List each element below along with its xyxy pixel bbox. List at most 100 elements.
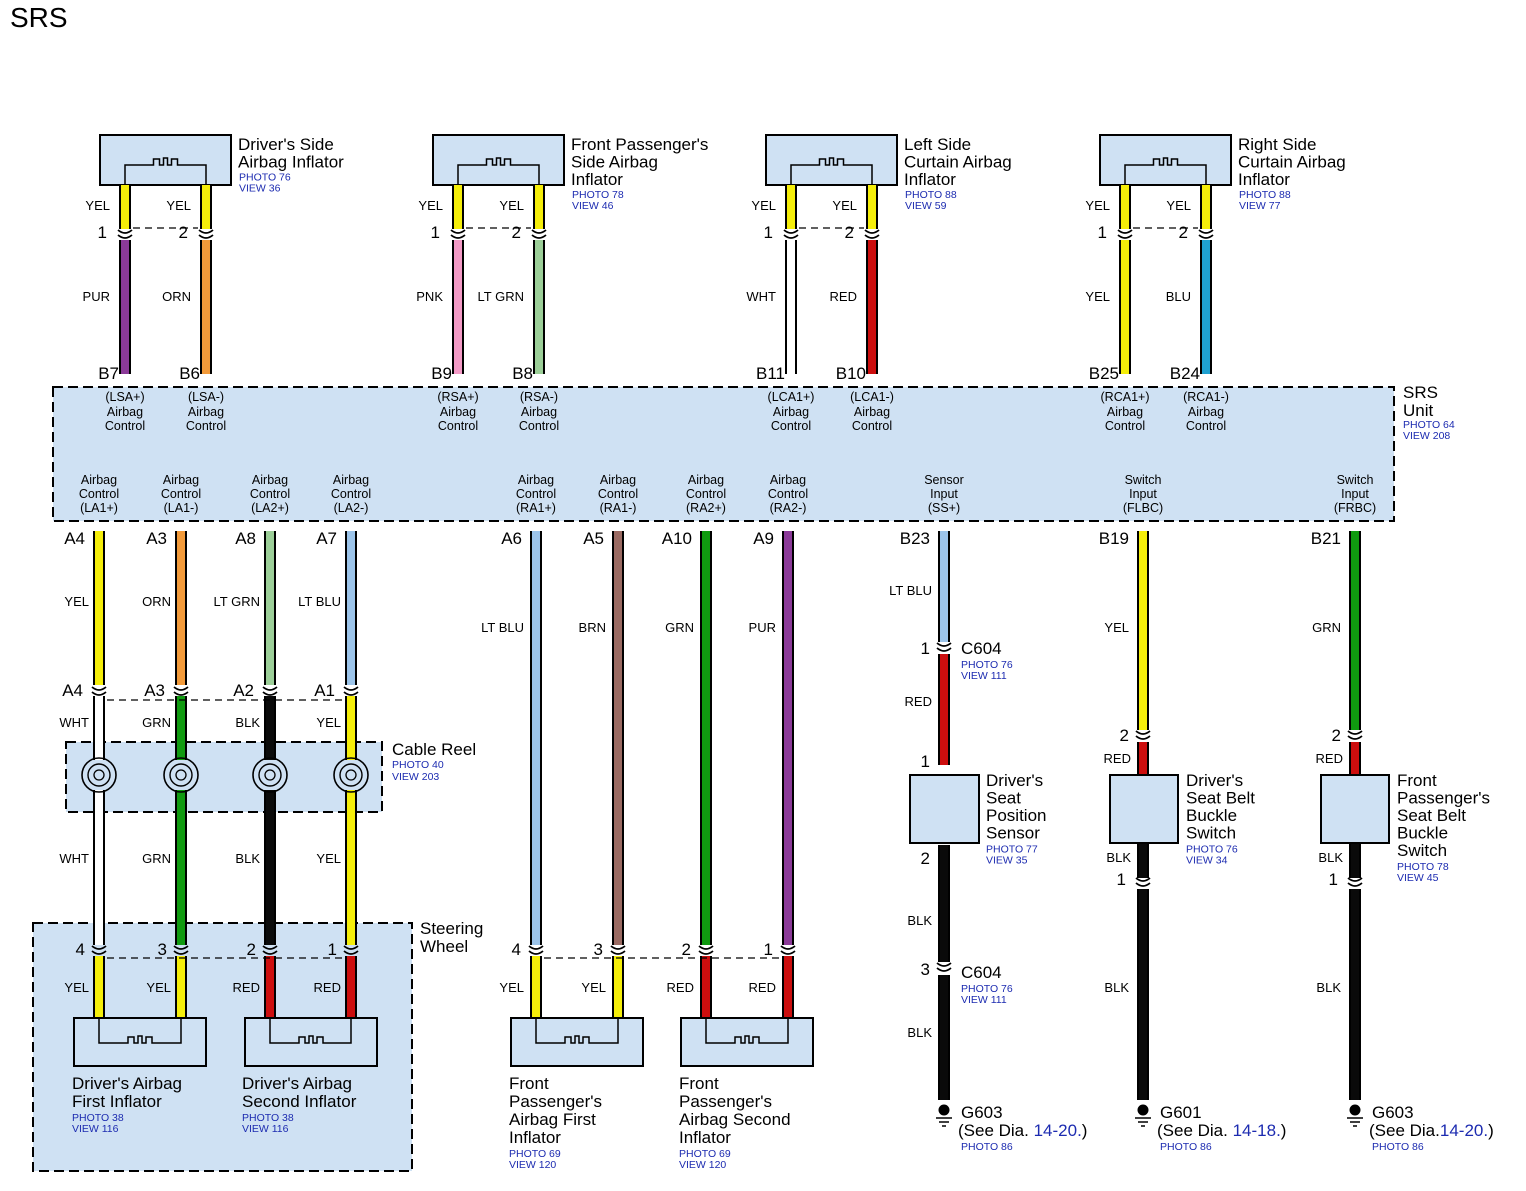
squib-symbol (709, 1035, 785, 1044)
pin-terminal (528, 950, 544, 955)
wire-color-label: RED (1316, 751, 1343, 766)
dsbbs-name: Seat Belt (1186, 789, 1255, 808)
srs-pin-signal: (LA2+) (251, 501, 289, 515)
lsca-name: Inflator (904, 170, 956, 189)
srs-pin-signal: (RA2+) (686, 501, 726, 515)
wire-color-label: YEL (418, 198, 443, 213)
pin-terminal (173, 945, 189, 950)
dsai-view-ref: VIEW 36 (239, 183, 281, 195)
squib-lead (869, 164, 873, 185)
squib-symbol (539, 1035, 615, 1044)
squib-symbol (793, 157, 870, 166)
wire-color-label: RED (749, 980, 776, 995)
srs-pin-signal: (RSA-) (520, 390, 558, 404)
squib-lead (269, 1018, 273, 1044)
squib-lead (349, 1018, 352, 1044)
dsbbs-name: Switch (1186, 824, 1236, 843)
wire-color-label: GRN (142, 715, 171, 730)
fpsai-name: Inflator (571, 170, 623, 189)
connector-pin-number: 2 (845, 223, 854, 242)
squib-lead (1203, 164, 1207, 185)
srs-pin-description: Control (598, 487, 638, 501)
clockspring-coil-icon (169, 763, 193, 787)
connector-pin-number: 3 (921, 960, 930, 979)
srs-unit-name: Unit (1403, 401, 1434, 420)
srs-pin-description: Control (519, 419, 559, 433)
wire-color-label: RED (905, 694, 932, 709)
srs-pin-description: Control (438, 419, 478, 433)
srs-pin-number: A10 (662, 529, 692, 548)
clockspring-coil-icon (345, 769, 357, 781)
ground-photo-ref: PHOTO 86 (1372, 1141, 1424, 1153)
pin-terminal (343, 945, 359, 950)
srs-pin-description: Airbag (1188, 405, 1224, 419)
clockspring-coil-icon (264, 769, 276, 781)
squib-lead (178, 1018, 182, 1044)
wire-color-label: BRN (579, 620, 606, 635)
srs-pin-description: Airbag (440, 405, 476, 419)
clockspring-coil-icon (87, 763, 111, 787)
srs-pin-signal: (LA1+) (80, 501, 118, 515)
fpasi-name: Passenger's (679, 1092, 772, 1111)
wire-color-label: YEL (64, 980, 89, 995)
cable-reel-photo-ref: PHOTO 40 (392, 759, 444, 771)
srs-pin-number: A8 (235, 529, 256, 548)
fpsai-name: Side Airbag (571, 153, 658, 172)
ground-terminal (1137, 1104, 1149, 1116)
fpsbbs-name: Seat Belt (1397, 806, 1466, 825)
fpafi-name: Passenger's (509, 1092, 602, 1111)
pin-terminal (343, 686, 359, 691)
connector-pin-number: A1 (314, 681, 335, 700)
pin-terminal (343, 691, 359, 696)
wire-color-label: GRN (1312, 620, 1341, 635)
fpasi-name: Front (679, 1074, 719, 1093)
pin-terminal (936, 642, 952, 647)
pin-terminal (531, 234, 547, 239)
rsca-photo-ref: PHOTO 88 (1239, 189, 1291, 201)
wire-color-label: YEL (85, 198, 110, 213)
srs-pin-number: A5 (583, 529, 604, 548)
srs-pin-description: Airbag (333, 473, 369, 487)
dsai-inflator (99, 134, 232, 186)
srs-pin-signal: (LCA1-) (850, 390, 894, 404)
squib-lead (457, 164, 461, 185)
pin-terminal (936, 962, 952, 967)
ground-terminal (1349, 1104, 1361, 1116)
wire-color-label: YEL (316, 715, 341, 730)
dsai-name: Airbag Inflator (238, 153, 344, 172)
pin-terminal (1117, 229, 1133, 234)
dsps-photo-ref: PHOTO 77 (986, 844, 1038, 856)
pin-terminal (1135, 730, 1151, 735)
srs-pin-description: Switch (1125, 473, 1162, 487)
fpasi-name: Airbag Second (679, 1110, 791, 1129)
pin-terminal (262, 691, 278, 696)
rsca-inflator (1099, 134, 1232, 186)
squib-symbol (273, 1035, 349, 1044)
pin-terminal (117, 234, 133, 239)
lsca-name: Curtain Airbag (904, 153, 1012, 172)
srs-pin-number: A7 (316, 529, 337, 548)
pin-terminal (450, 234, 466, 239)
pin-terminal (1198, 234, 1214, 239)
wire-color-label: YEL (146, 980, 171, 995)
srs-pin-number: B19 (1099, 529, 1129, 548)
clockspring-coil-icon (81, 757, 117, 793)
rsca-view-ref: VIEW 77 (1239, 200, 1281, 212)
connector-photo-ref: PHOTO 76 (961, 659, 1013, 671)
srs-pin-description: Airbag (188, 405, 224, 419)
fpafi-view-ref: VIEW 120 (509, 1159, 556, 1171)
pin-terminal (1347, 735, 1363, 740)
wire-color-label: YEL (499, 198, 524, 213)
wire-color-label: YEL (1085, 198, 1110, 213)
connector-view-ref: VIEW 111 (961, 670, 1007, 682)
squib-symbol (102, 1035, 178, 1044)
pin-terminal (262, 945, 278, 950)
dsps-view-ref: VIEW 35 (986, 855, 1028, 867)
srs-pin-description: Airbag (518, 473, 554, 487)
srs-pin-number: B8 (512, 364, 533, 383)
pin-terminal (531, 229, 547, 234)
pin-terminal (91, 950, 107, 955)
fpsai-inflator (432, 134, 565, 186)
srs-pin-description: Input (1341, 487, 1369, 501)
connector-pin-number: 4 (76, 940, 85, 959)
